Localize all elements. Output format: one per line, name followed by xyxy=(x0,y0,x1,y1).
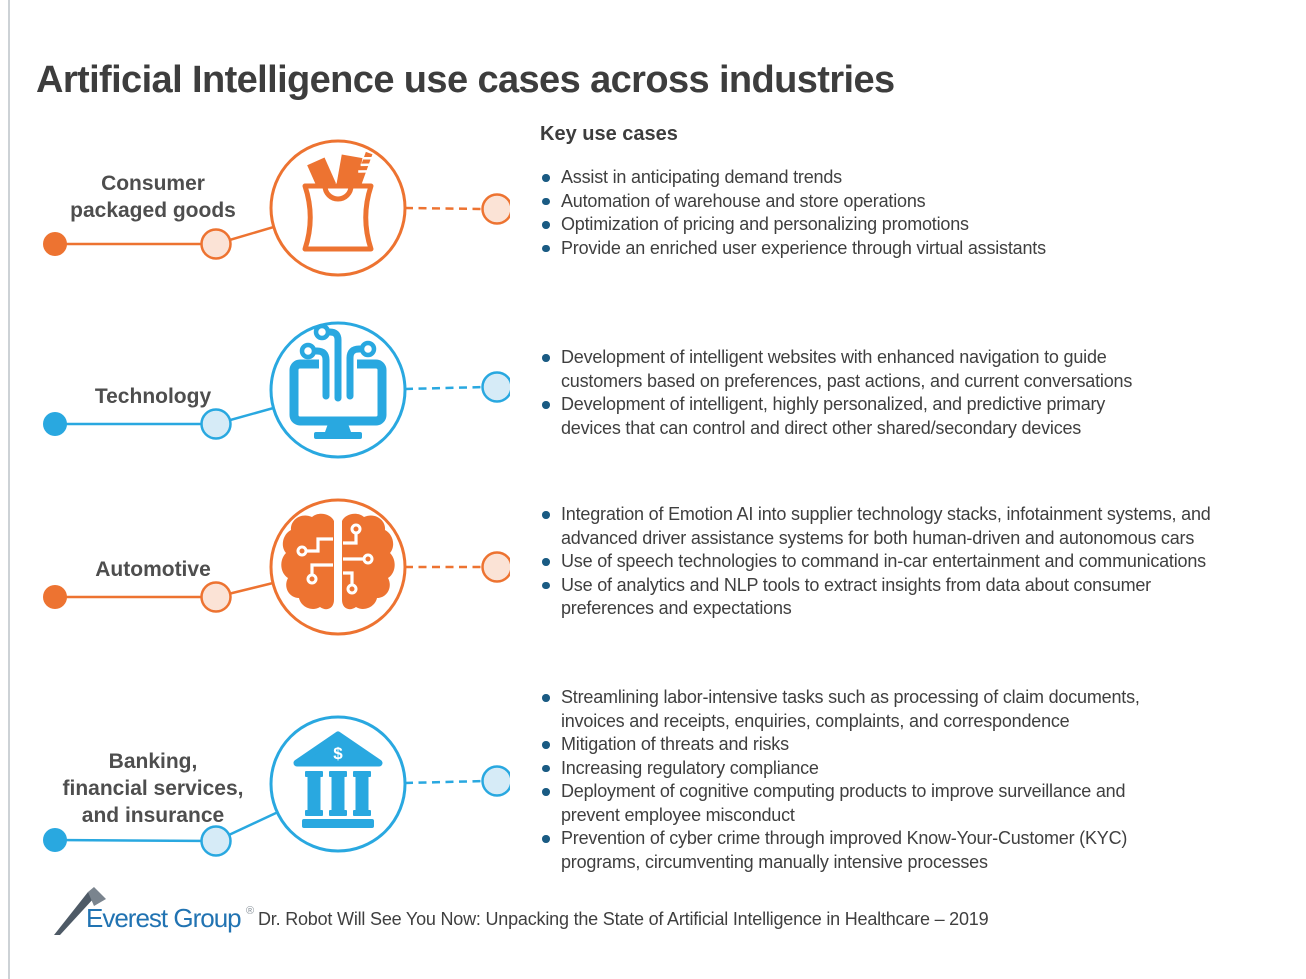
use-case-item: Assist in anticipating demand trends xyxy=(540,166,1306,190)
use-case-item: Automation of warehouse and store operat… xyxy=(540,190,1306,214)
monitor-circuit-icon xyxy=(289,323,387,439)
everest-group-logo-mark xyxy=(54,887,106,935)
row-connector-technology xyxy=(43,321,510,459)
use-case-item: Increasing regulatory compliance xyxy=(540,757,1306,781)
key-use-cases-header: Key use cases xyxy=(540,123,678,145)
dollar-glyph: $ xyxy=(333,744,343,763)
use-case-list-automotive: Integration of Emotion AI into supplier … xyxy=(540,503,1306,621)
connector-dot xyxy=(43,232,67,256)
bank-icon: $ xyxy=(293,731,383,828)
use-case-list-technology: Development of intelligent websites with… xyxy=(540,346,1306,440)
industry-label-consumer-packaged-goods: Consumer packaged goods xyxy=(70,172,236,222)
use-case-item: Prevention of cyber crime through improv… xyxy=(540,827,1306,874)
source-citation: Dr. Robot Will See You Now: Unpacking th… xyxy=(258,909,989,929)
use-case-item: Development of intelligent websites with… xyxy=(540,346,1306,393)
row-connector-automotive xyxy=(43,498,510,636)
connector-dot xyxy=(43,412,67,436)
use-case-item: Mitigation of threats and risks xyxy=(540,733,1306,757)
page-title: Artificial Intelligence use cases across… xyxy=(36,59,895,102)
use-case-item: Use of speech technologies to command in… xyxy=(540,550,1306,574)
industry-label-automotive: Automotive xyxy=(95,558,211,581)
industry-label-technology: Technology xyxy=(94,385,212,408)
use-case-item: Integration of Emotion AI into supplier … xyxy=(540,503,1306,550)
use-case-item: Use of analytics and NLP tools to extrac… xyxy=(540,574,1306,621)
registered-trademark-symbol: ® xyxy=(246,905,255,917)
use-case-item: Development of intelligent, highly perso… xyxy=(540,393,1306,440)
brain-circuit-icon xyxy=(281,513,395,610)
use-case-item: Optimization of pricing and personalizin… xyxy=(540,213,1306,237)
everest-group-logo-text: Everest Group xyxy=(86,903,242,933)
row-connector-banking: $ xyxy=(43,715,510,857)
left-border-rule xyxy=(8,0,10,979)
shopping-bag-icon xyxy=(302,151,374,252)
industry-label-banking: Banking, financial services, and insuran… xyxy=(62,750,244,827)
use-case-item: Provide an enriched user experience thro… xyxy=(540,237,1306,261)
use-case-item: Streamlining labor-intensive tasks such … xyxy=(540,686,1306,733)
connector-dot xyxy=(43,585,67,609)
row-connector-consumer xyxy=(43,139,510,277)
use-case-item: Deployment of cognitive computing produc… xyxy=(540,780,1306,827)
connector-dot xyxy=(43,828,67,852)
use-case-list-banking: Streamlining labor-intensive tasks such … xyxy=(540,686,1306,874)
